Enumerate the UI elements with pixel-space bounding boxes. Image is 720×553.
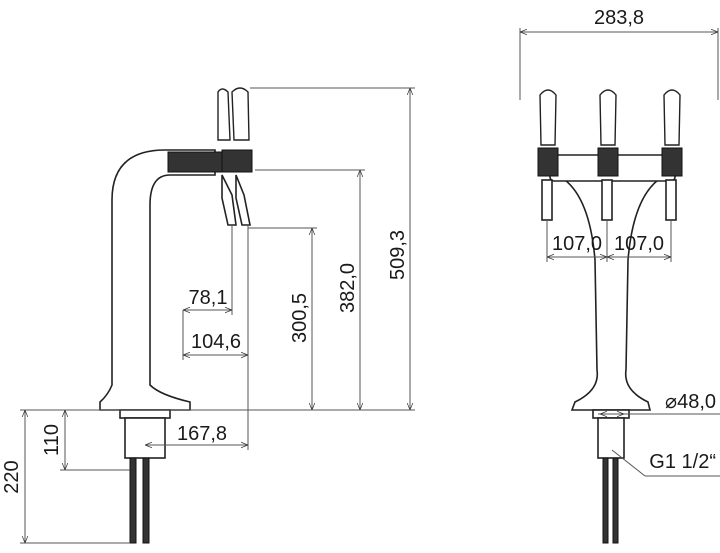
dim-base-to-spout: 167,8 [177,423,227,445]
dim-total-width: 283,8 [594,7,644,29]
dim-tap-offset-2: 104,6 [191,331,241,353]
front-column [562,179,661,411]
side-tap-2 [221,87,253,226]
front-tap-middle [597,89,619,221]
front-view: 283,8 107,0 107,0 ⌀48,0 G1 1/2“ [519,7,720,544]
front-tap-right [661,89,683,221]
tap-handle [231,87,250,141]
dim-head-height: 382,0 [337,263,359,313]
dim-thread: G1 1/2“ [649,451,716,473]
dim-tap-spacing-left: 107,0 [552,233,602,255]
dim-diameter: ⌀48,0 [665,391,716,413]
dim-total-height: 509,3 [387,230,409,280]
side-view: 509,3 382,0 300,5 78,1 104,6 167,8 110 2… [1,87,415,544]
dim-spout-height: 300,5 [289,293,311,343]
side-column [99,149,216,411]
tap-handle [217,88,231,141]
dim-tap-spacing-right: 107,0 [614,233,664,255]
dim-shank-length: 110 [41,424,63,456]
side-flange [119,409,171,419]
front-tap-left [537,89,559,221]
dim-total-shank: 220 [1,460,23,493]
side-shank [124,417,166,459]
front-shank [597,417,625,459]
side-tap-1 [167,88,237,226]
dim-tap-offset-1: 78,1 [189,287,228,309]
